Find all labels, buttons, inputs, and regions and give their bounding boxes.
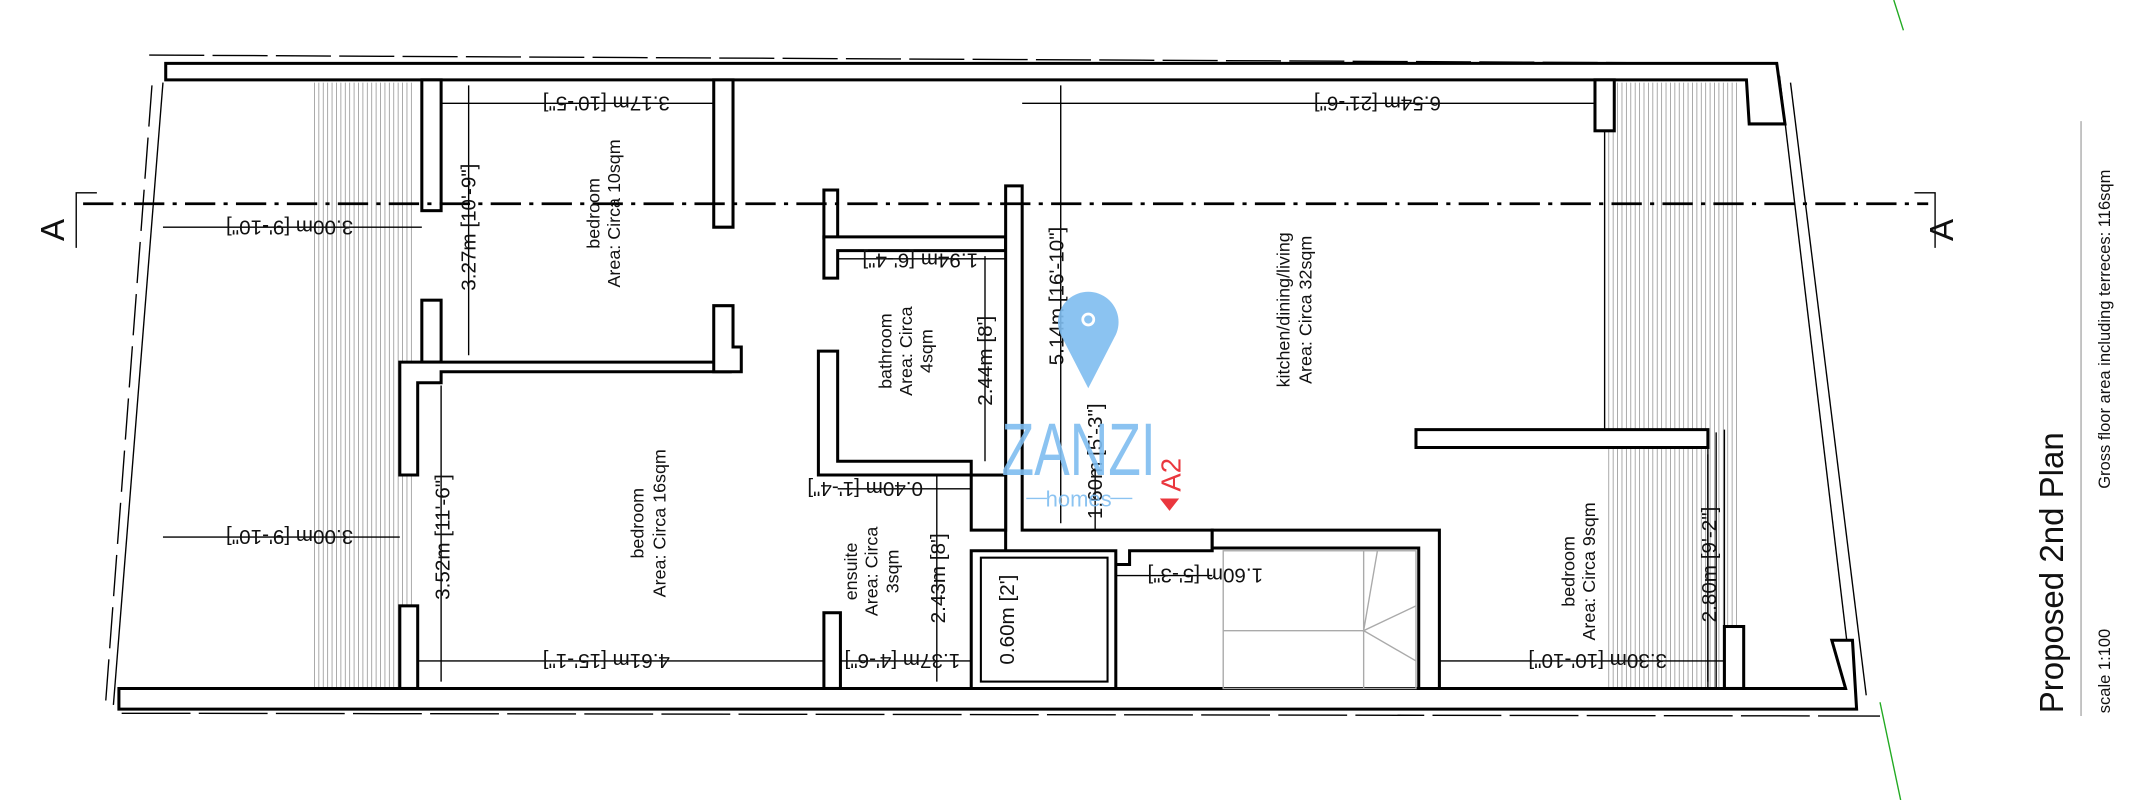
dim-label: 4.61m [15'-1"] [543, 649, 670, 672]
dim-label: 2.43m [8'] [927, 533, 950, 623]
room-name: bedroom [1558, 536, 1578, 607]
watermark-marker: A2 [1156, 458, 1187, 492]
room-area: Area: Circa 16sqm [650, 449, 670, 597]
room-area: Area: Circa [896, 306, 916, 396]
gross-area: Gross floor area including terreces: 116… [2095, 170, 2114, 489]
dim-label: 0.60m [2'] [996, 575, 1019, 665]
plan-title: Proposed 2nd Plan [2034, 432, 2071, 713]
room-name: bathroom [875, 313, 895, 389]
right-terrace-hatch [1608, 82, 1737, 689]
dim-label: 1.60m [5'-3"] [1084, 403, 1107, 519]
dim-label: 3.17m [10'-5"] [543, 91, 670, 114]
dim-label: 1.94m [6'-4"] [862, 248, 978, 271]
dim-label: 3.27m [10'-9"] [458, 164, 481, 291]
room-name: ensuite [841, 543, 861, 601]
section-mark-right: A [1924, 219, 1961, 241]
room-area: Area: Circa [862, 527, 882, 617]
room-area: 4sqm [917, 329, 937, 373]
dim-label: 3.52m [11'-6"] [431, 474, 454, 600]
room-area: Area: Circa 10sqm [604, 139, 624, 287]
room-name: bedroom [628, 488, 648, 559]
dim-label: 1.37m [4'-6"] [845, 649, 961, 672]
map-pin-icon [1057, 291, 1119, 389]
plan-scale: scale 1:100 [2095, 629, 2114, 713]
dim-label: 3.30m [10'-10"] [1528, 649, 1667, 672]
room-area: 3sqm [882, 550, 902, 594]
dim-label: 0.40m [1'-4"] [807, 477, 923, 500]
room-labels: bedroom Area: Circa 10sqm bathroom Area:… [583, 139, 1599, 640]
dim-label: 6.54m [21'-6"] [1314, 91, 1441, 114]
title-block: Proposed 2nd Plan scale 1:100 Gross floo… [2034, 121, 2114, 717]
section-mark-left: A [35, 219, 72, 241]
dimension-lines [162, 85, 1725, 682]
marker-triangle-icon [1159, 498, 1180, 511]
dim-label: 3.00m [9'-10"] [226, 525, 353, 548]
watermark-brand: ZANZI [1002, 408, 1156, 491]
room-name: bedroom [583, 178, 603, 249]
dim-label: 1.60m [5'-3"] [1147, 564, 1263, 587]
room-name: kitchen/dining/living [1273, 232, 1293, 387]
left-terrace-hatch [314, 82, 412, 689]
watermark-sub: homes [1046, 487, 1112, 512]
zanzi-watermark: ZANZI homes A2 [1002, 291, 1187, 512]
room-area: Area: Circa 9sqm [1579, 502, 1599, 640]
dim-label: 2.80m [9'-2"] [1698, 507, 1721, 623]
walls [117, 61, 1859, 711]
staircase [1222, 550, 1417, 690]
dim-label: 2.44m [8'] [974, 316, 997, 406]
dim-label: 3.00m [9'-10"] [226, 215, 353, 238]
dim-label: 5.14m [16'-10"] [1045, 227, 1068, 366]
room-area: Area: Circa 32sqm [1295, 236, 1315, 384]
dimension-labels: 3.17m [10'-5"] 6.54m [21'-6"] 3.00m [9'-… [226, 91, 1721, 672]
